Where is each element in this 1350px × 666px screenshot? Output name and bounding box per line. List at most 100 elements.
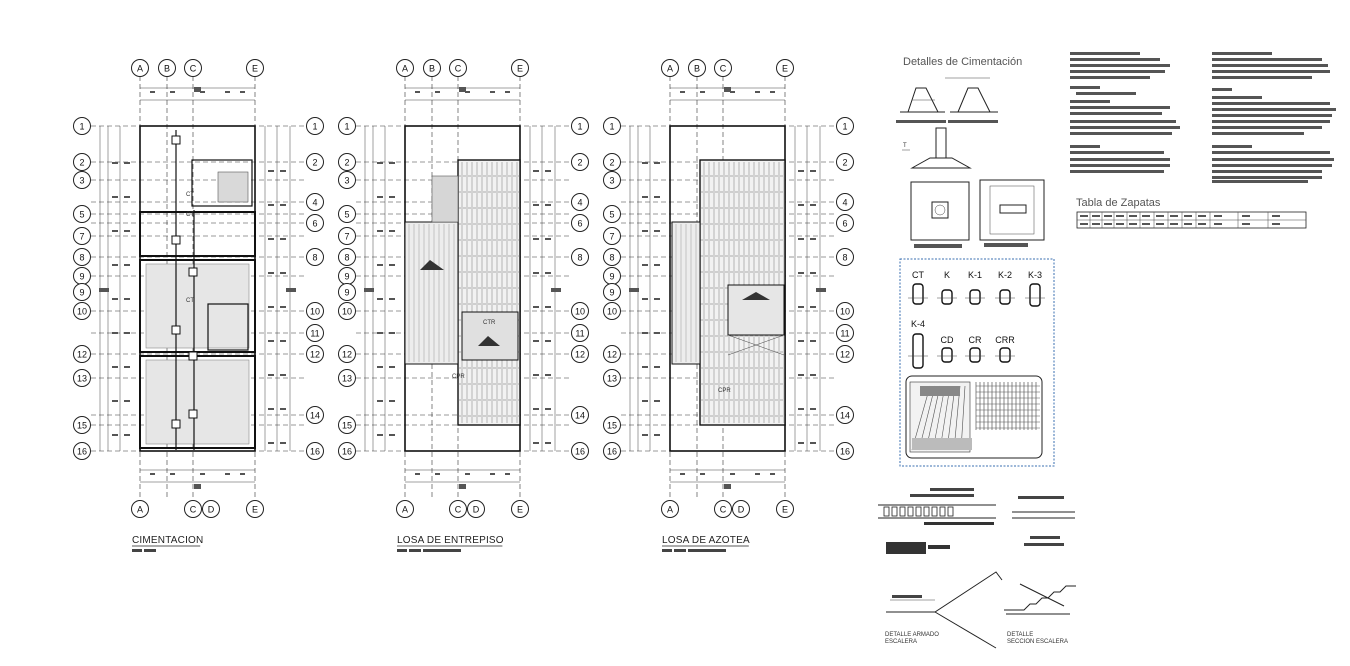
grid-top-e: E [511, 59, 529, 77]
grid-right-12-label: 12 [575, 350, 585, 360]
grid-bottom-a-label: A [137, 505, 143, 515]
grid-left-9-6-label: 9 [609, 272, 614, 282]
grid-bottom-c-label: C [190, 505, 197, 515]
svg-text:T: T [903, 143, 907, 149]
grid-right-4-label: 4 [577, 198, 582, 208]
stair-label-1b: ESCALERA [885, 639, 917, 645]
grid-bottom-d: D [202, 500, 220, 518]
reinforcement-panel [899, 258, 1055, 467]
grid-left-1-0: 1 [73, 117, 91, 135]
grid-left-15-11-label: 15 [342, 421, 352, 431]
grid-left-8-5: 8 [603, 248, 621, 266]
section-cd: CD [937, 335, 957, 363]
grid-right-11-label: 11 [840, 329, 849, 339]
grid-top-a: A [131, 59, 149, 77]
stair-label-1a: DETALLE ARMADO [885, 632, 939, 638]
tag-ctr: CTR [483, 320, 496, 326]
grid-left-7-4-label: 7 [344, 232, 349, 242]
grid-left-8-5-label: 8 [609, 253, 614, 263]
grid-left-2-1-label: 2 [609, 158, 614, 168]
grid-bottom-d-label: D [208, 505, 215, 515]
grid-top-a: A [661, 59, 679, 77]
grid-right-8-label: 8 [577, 253, 582, 263]
svg-text:CD: CD [941, 335, 954, 345]
grid-left-8-5: 8 [338, 248, 356, 266]
grid-top-a-label: A [137, 64, 143, 74]
grid-right-10-label: 10 [310, 307, 320, 317]
grid-top-a-label: A [402, 64, 408, 74]
stair-label-2a: DETALLE [1007, 632, 1033, 638]
grid-right-11: 11 [571, 324, 589, 342]
grid-bottom-c: C [714, 500, 732, 518]
grid-left-7-4-label: 7 [79, 232, 84, 242]
tag-ct: CT [186, 298, 194, 304]
column-footing-elevation: T [902, 127, 972, 169]
grid-left-15-11: 15 [603, 416, 621, 434]
grid-left-12-9-label: 12 [607, 350, 617, 360]
grid-left-13-10: 13 [338, 369, 356, 387]
grid-right-1: 1 [306, 117, 324, 135]
grid-bottom-e: E [246, 500, 264, 518]
grid-left-1-0-label: 1 [79, 122, 84, 132]
grid-right-8-label: 8 [842, 253, 847, 263]
grid-left-3-2-label: 3 [344, 176, 349, 186]
grid-right-2-label: 2 [312, 158, 317, 168]
slab-hatch [671, 159, 786, 426]
svg-text:K: K [944, 270, 950, 280]
tag-cpr: CPR [452, 374, 465, 380]
grid-right-1-label: 1 [312, 122, 317, 132]
grid-right-14: 14 [306, 406, 324, 424]
grid-left-2-1: 2 [73, 153, 91, 171]
grid-left-5-3-label: 5 [609, 210, 614, 220]
grid-left-5-3: 5 [338, 205, 356, 223]
grid-top-c-label: C [720, 64, 727, 74]
grid-right-8-label: 8 [312, 253, 317, 263]
grid-right-12-label: 12 [840, 350, 850, 360]
grid-bottom-e: E [511, 500, 529, 518]
grid-left-9-6: 9 [603, 267, 621, 285]
grid-right-4: 4 [571, 193, 589, 211]
grid-bottom-e-label: E [782, 505, 788, 515]
grid-right-2: 2 [571, 153, 589, 171]
grid-left-9-7-label: 9 [79, 288, 84, 298]
grid-left-15-11-label: 15 [77, 421, 87, 431]
grid-left-9-7-label: 9 [344, 288, 349, 298]
grid-top-b-label: B [429, 64, 435, 74]
grid-left-3-2: 3 [338, 171, 356, 189]
grid-right-11-label: 11 [310, 329, 319, 339]
grid-right-1: 1 [571, 117, 589, 135]
grid-top-a-label: A [667, 64, 673, 74]
footing-table [1076, 211, 1307, 229]
grid-top-b-label: B [694, 64, 700, 74]
grid-bottom-c: C [449, 500, 467, 518]
stair-reinforcement-detail: DETALLE ARMADO ESCALERA [885, 571, 1003, 649]
grid-right-8: 8 [306, 248, 324, 266]
grid-left-2-1-label: 2 [79, 158, 84, 168]
grid-top-b: B [688, 59, 706, 77]
grid-left-16-12: 16 [73, 442, 91, 460]
grid-left-9-6-label: 9 [344, 272, 349, 282]
grid-left-12-9: 12 [338, 345, 356, 363]
grid-top-e-label: E [252, 64, 258, 74]
plan-title-cimentacion: CIMENTACION [132, 535, 203, 546]
slab-hatch [404, 159, 521, 426]
grid-left-10-8: 10 [338, 302, 356, 320]
grid-left-10-8: 10 [603, 302, 621, 320]
section-k-3: K-3 [1025, 270, 1045, 307]
grid-right-8: 8 [836, 248, 854, 266]
grid-bottom-c-label: C [455, 505, 462, 515]
grid-left-16-12: 16 [338, 442, 356, 460]
svg-text:K-3: K-3 [1028, 270, 1042, 280]
grid-left-7-4: 7 [603, 227, 621, 245]
footing-section-1 [896, 87, 946, 123]
general-notes [1070, 52, 1336, 183]
grid-right-11: 11 [306, 324, 324, 342]
grid-top-c: C [184, 59, 202, 77]
section-ct: CT [908, 270, 928, 305]
grid-bottom-e-label: E [252, 505, 258, 515]
grid-top-c: C [449, 59, 467, 77]
svg-text:K-4: K-4 [911, 319, 925, 329]
grid-left-10-8-label: 10 [342, 307, 352, 317]
